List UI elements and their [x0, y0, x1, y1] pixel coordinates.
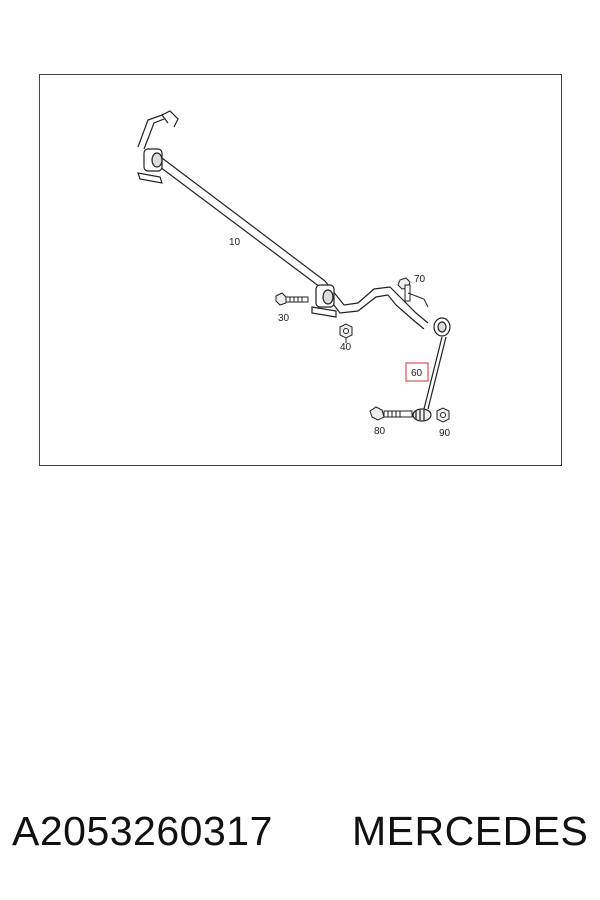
footer: A2053260317 MERCEDES [0, 800, 600, 860]
callout-30: 30 [278, 313, 290, 324]
bushing-left [137, 148, 163, 184]
callout-60-highlight [405, 362, 429, 382]
brand-name: MERCEDES [352, 808, 589, 854]
link-top-joint [433, 317, 451, 337]
callout-80: 80 [374, 426, 386, 437]
callout-90: 90 [439, 428, 451, 439]
bolt-70 [397, 277, 429, 308]
callout-40: 40 [340, 342, 352, 353]
nut-40 [339, 323, 353, 343]
part-number: A2053260317 [12, 808, 273, 854]
stabilizer-bar-diagram: 10 30 40 60 70 80 90 [137, 110, 451, 439]
callout-10: 10 [229, 237, 241, 248]
link-bottom-joint [412, 408, 432, 422]
diagram-frame: 10 30 40 60 70 80 90 [39, 74, 562, 466]
bolt-80 [369, 406, 413, 421]
bolt-30 [275, 292, 309, 306]
nut-90 [436, 407, 450, 423]
callout-60: 60 [411, 368, 423, 379]
link-rod-60 [423, 336, 447, 410]
bushing-center [311, 284, 337, 318]
callout-70: 70 [414, 274, 426, 285]
